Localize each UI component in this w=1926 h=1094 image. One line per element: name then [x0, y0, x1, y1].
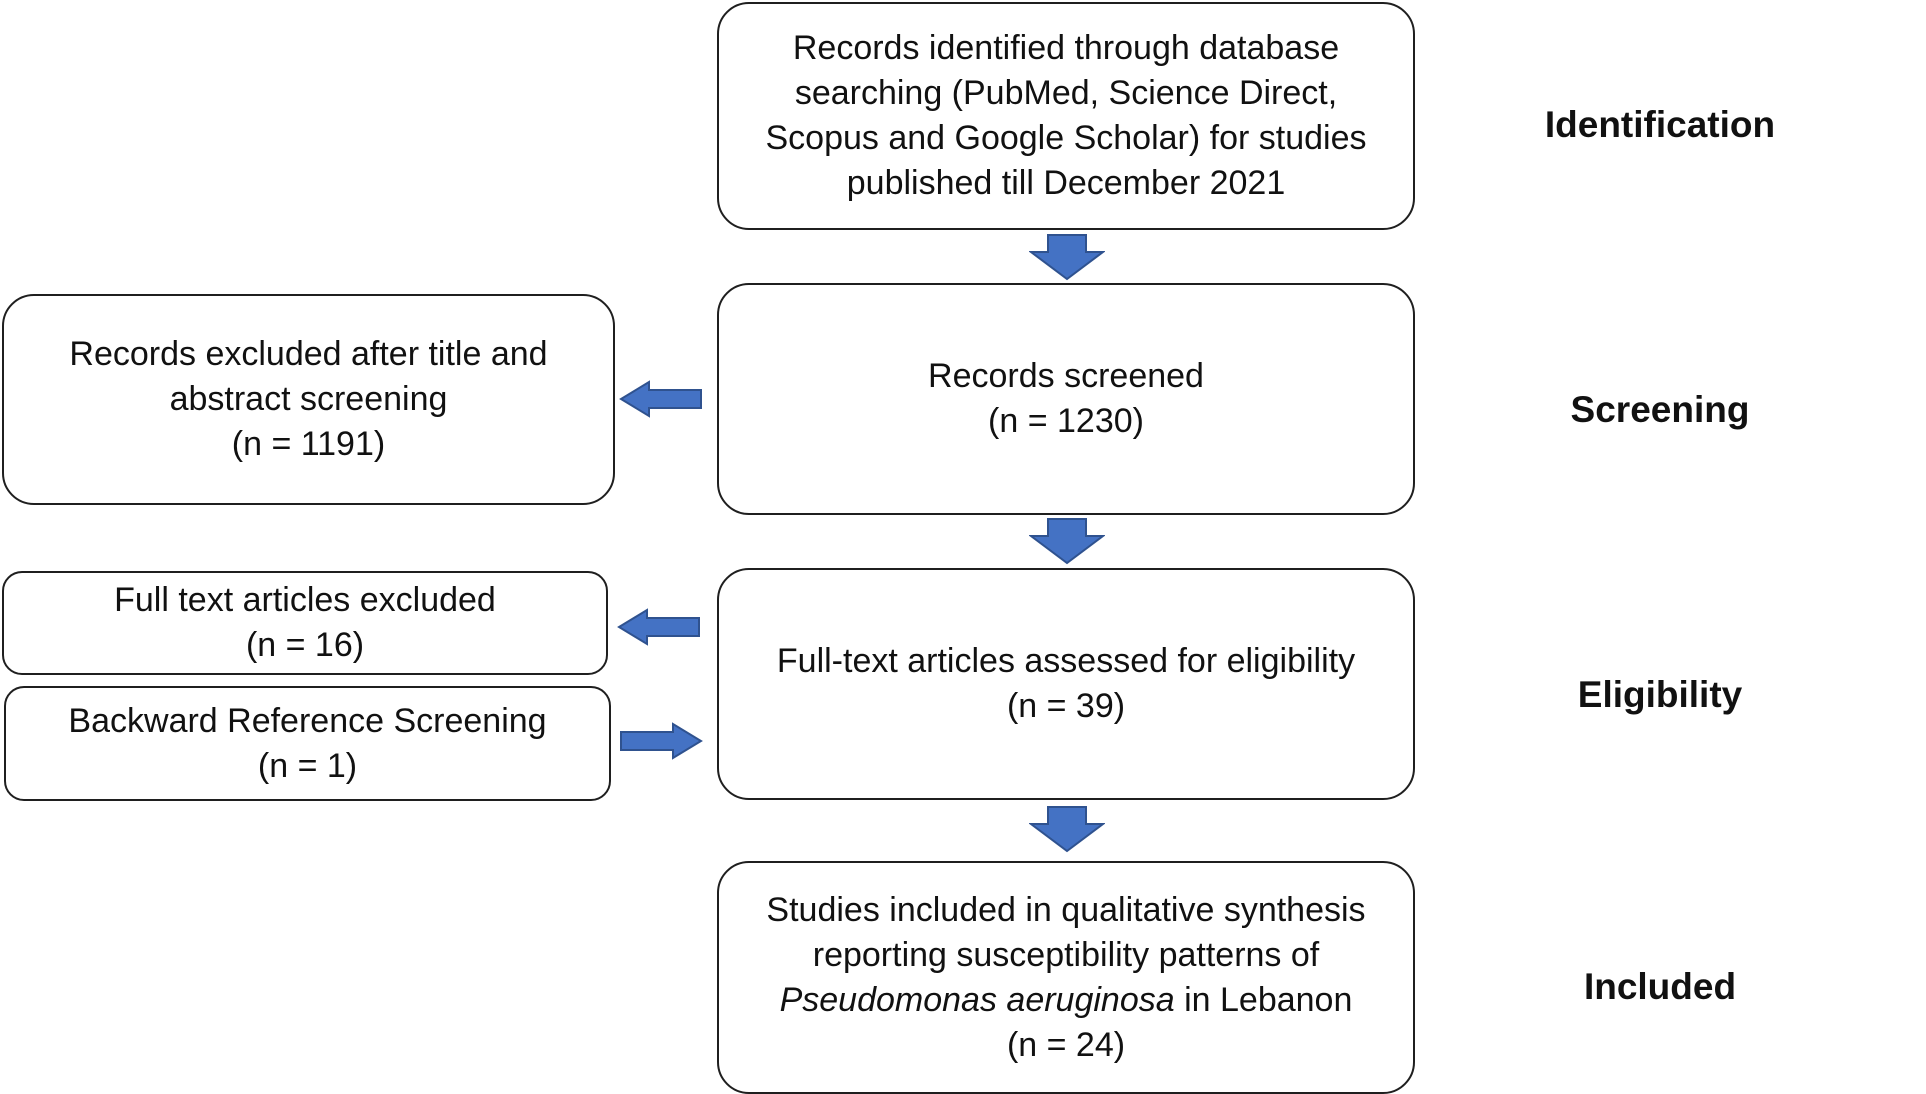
records-excluded-line-2: abstract screening [169, 380, 448, 418]
records-excluded-count: (n = 1191) [231, 425, 386, 463]
records-excluded-box: Records excluded after title and abstrac… [2, 294, 615, 505]
full-text-excluded-count: (n = 16) [245, 626, 365, 664]
arrow-right-backward [620, 722, 703, 760]
arrow-left-excluded [619, 380, 702, 418]
records-excluded-line-1: Records excluded after title and [69, 335, 548, 373]
arrow-left-excluded-shape [619, 380, 702, 418]
studies-included-location: in Lebanon [1174, 980, 1353, 1019]
arrow-down-2-shape [1029, 518, 1105, 565]
stage-identification: Identification [1544, 104, 1776, 145]
stage-eligibility: Eligibility [1577, 674, 1743, 715]
records-screened-count: (n = 1230) [988, 402, 1144, 440]
arrow-down-1 [1029, 234, 1105, 281]
arrow-down-3-shape [1029, 806, 1105, 853]
identification-box: Records identified through database sear… [717, 2, 1415, 230]
arrow-down-1-shape [1029, 234, 1105, 281]
stage-screening: Screening [1570, 389, 1750, 430]
full-text-assessed-label: Full-text articles assessed for eligibil… [776, 642, 1356, 680]
arrow-down-2 [1029, 518, 1105, 565]
studies-included-line-2: reporting susceptibility patterns of [812, 935, 1320, 974]
full-text-assessed-box: Full-text articles assessed for eligibil… [717, 568, 1415, 800]
studies-included-box: Studies included in qualitative synthesi… [717, 861, 1415, 1094]
records-screened-box: Records screened (n = 1230) [717, 283, 1415, 515]
identification-line-2: searching (PubMed, Science Direct, [794, 74, 1338, 112]
full-text-excluded-box: Full text articles excluded (n = 16) [2, 571, 608, 675]
full-text-assessed-count: (n = 39) [1006, 687, 1126, 725]
full-text-excluded-label: Full text articles excluded [114, 581, 496, 619]
studies-included-line-3: Pseudomonas aeruginosa in Lebanon [780, 978, 1353, 1023]
species-name: Pseudomonas aeruginosa [779, 980, 1175, 1019]
arrow-left-fulltext-excluded [617, 608, 700, 646]
identification-line-4: published till December 2021 [846, 164, 1286, 202]
backward-reference-box: Backward Reference Screening (n = 1) [4, 686, 611, 801]
identification-line-1: Records identified through database [792, 29, 1340, 67]
backward-reference-count: (n = 1) [257, 746, 358, 785]
studies-included-line-1: Studies included in qualitative synthesi… [766, 890, 1366, 929]
identification-line-3: Scopus and Google Scholar) for studies [765, 119, 1367, 157]
backward-reference-label: Backward Reference Screening [68, 701, 547, 740]
arrow-left-fulltext-excluded-shape [617, 608, 700, 646]
arrow-right-backward-shape [620, 722, 703, 760]
stage-included: Included [1583, 966, 1737, 1007]
studies-included-count: (n = 24) [1006, 1025, 1126, 1064]
records-screened-label: Records screened [928, 357, 1204, 395]
arrow-down-3 [1029, 806, 1105, 853]
